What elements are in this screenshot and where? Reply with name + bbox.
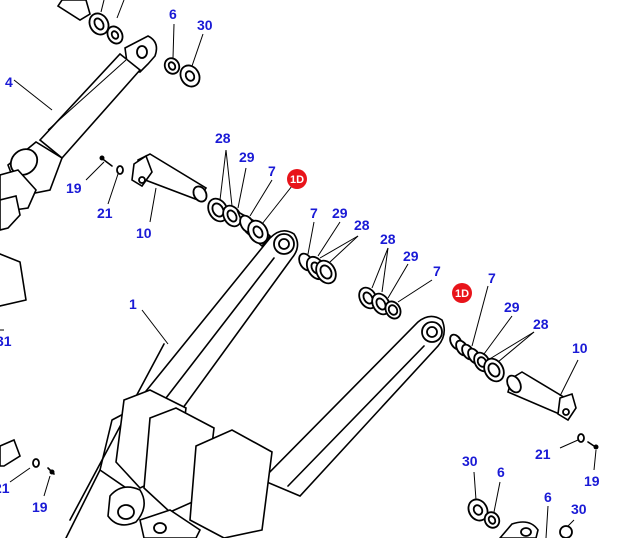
callout-29: 29	[504, 299, 520, 315]
seal-stack-b	[298, 221, 359, 285]
callout-28: 28	[215, 130, 231, 146]
hydraulic-cylinder	[0, 35, 158, 231]
callout-7: 7	[268, 163, 276, 179]
callout-30: 30	[197, 17, 213, 33]
callout-28: 28	[354, 217, 370, 233]
callout-30: 30	[462, 453, 478, 469]
callout-1: 1	[129, 296, 137, 312]
callout-21: 21	[535, 446, 551, 462]
callout-28: 28	[380, 231, 396, 247]
callout-7: 7	[433, 263, 441, 279]
callout-6: 6	[169, 6, 177, 22]
callout-6: 6	[497, 464, 505, 480]
callout-28: 28	[533, 316, 549, 332]
callout-19: 19	[32, 499, 48, 515]
svg-text:1D: 1D	[290, 174, 304, 186]
callout-29: 29	[239, 149, 255, 165]
callout-10: 10	[572, 340, 588, 356]
callout-30: 30	[571, 501, 587, 517]
callout-7: 7	[310, 205, 318, 221]
pin-left	[85, 153, 208, 223]
callout-4: 4	[5, 74, 13, 90]
callout-19: 19	[584, 473, 600, 489]
boom-arm-right	[260, 315, 446, 497]
washer-group-top	[163, 23, 204, 88]
svg-text:1D: 1D	[455, 288, 469, 300]
callout-29: 29	[332, 205, 348, 221]
leader-1	[141, 309, 169, 345]
boom-arm-left	[140, 230, 299, 413]
callout-19: 19	[66, 180, 82, 196]
frame-body	[65, 343, 273, 538]
badge-1d: 1D	[452, 283, 472, 303]
callout-29: 29	[403, 248, 419, 264]
callout-21: 21	[97, 205, 113, 221]
seal-stack-a	[207, 149, 293, 248]
callout-21: 21	[0, 480, 10, 496]
seal-stack-c	[358, 247, 433, 320]
callout-7: 7	[488, 270, 496, 286]
callout-10: 10	[136, 225, 152, 241]
callout-6: 6	[544, 489, 552, 505]
callout-31: 31	[0, 333, 12, 349]
pin-right	[506, 359, 599, 471]
washer-group-bottom	[467, 471, 575, 538]
badge-1d: 1D	[287, 169, 307, 189]
seal-stack-d	[449, 285, 535, 383]
top-rod-end	[56, 0, 125, 45]
left-edge-fragments	[0, 253, 55, 497]
